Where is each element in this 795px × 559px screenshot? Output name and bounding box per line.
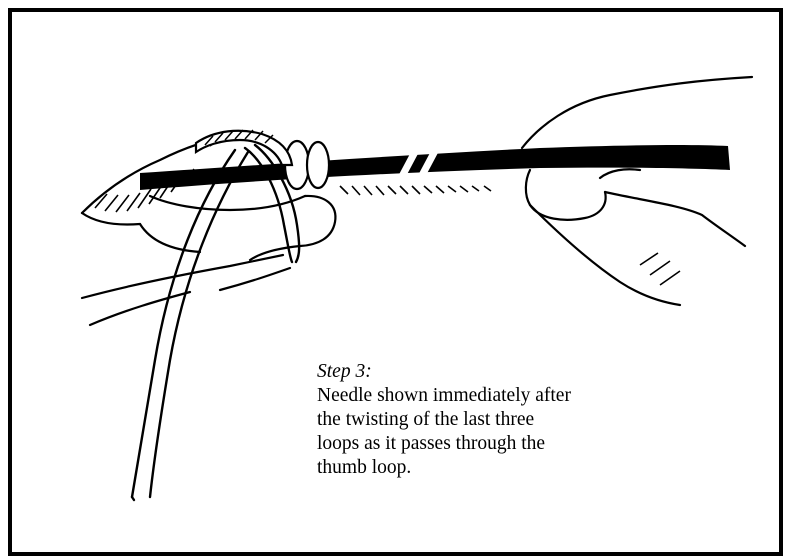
needle [140, 145, 730, 190]
figure-caption: Step 3: Needle shown immediately after t… [317, 360, 647, 480]
caption-line: thumb loop. [317, 456, 647, 480]
right-hand [522, 77, 752, 305]
caption-step-label: Step 3: [317, 360, 647, 384]
caption-line: loops as it passes through the [317, 432, 647, 456]
caption-line: Needle shown immediately after [317, 384, 647, 408]
caption-line: the twisting of the last three [317, 408, 647, 432]
